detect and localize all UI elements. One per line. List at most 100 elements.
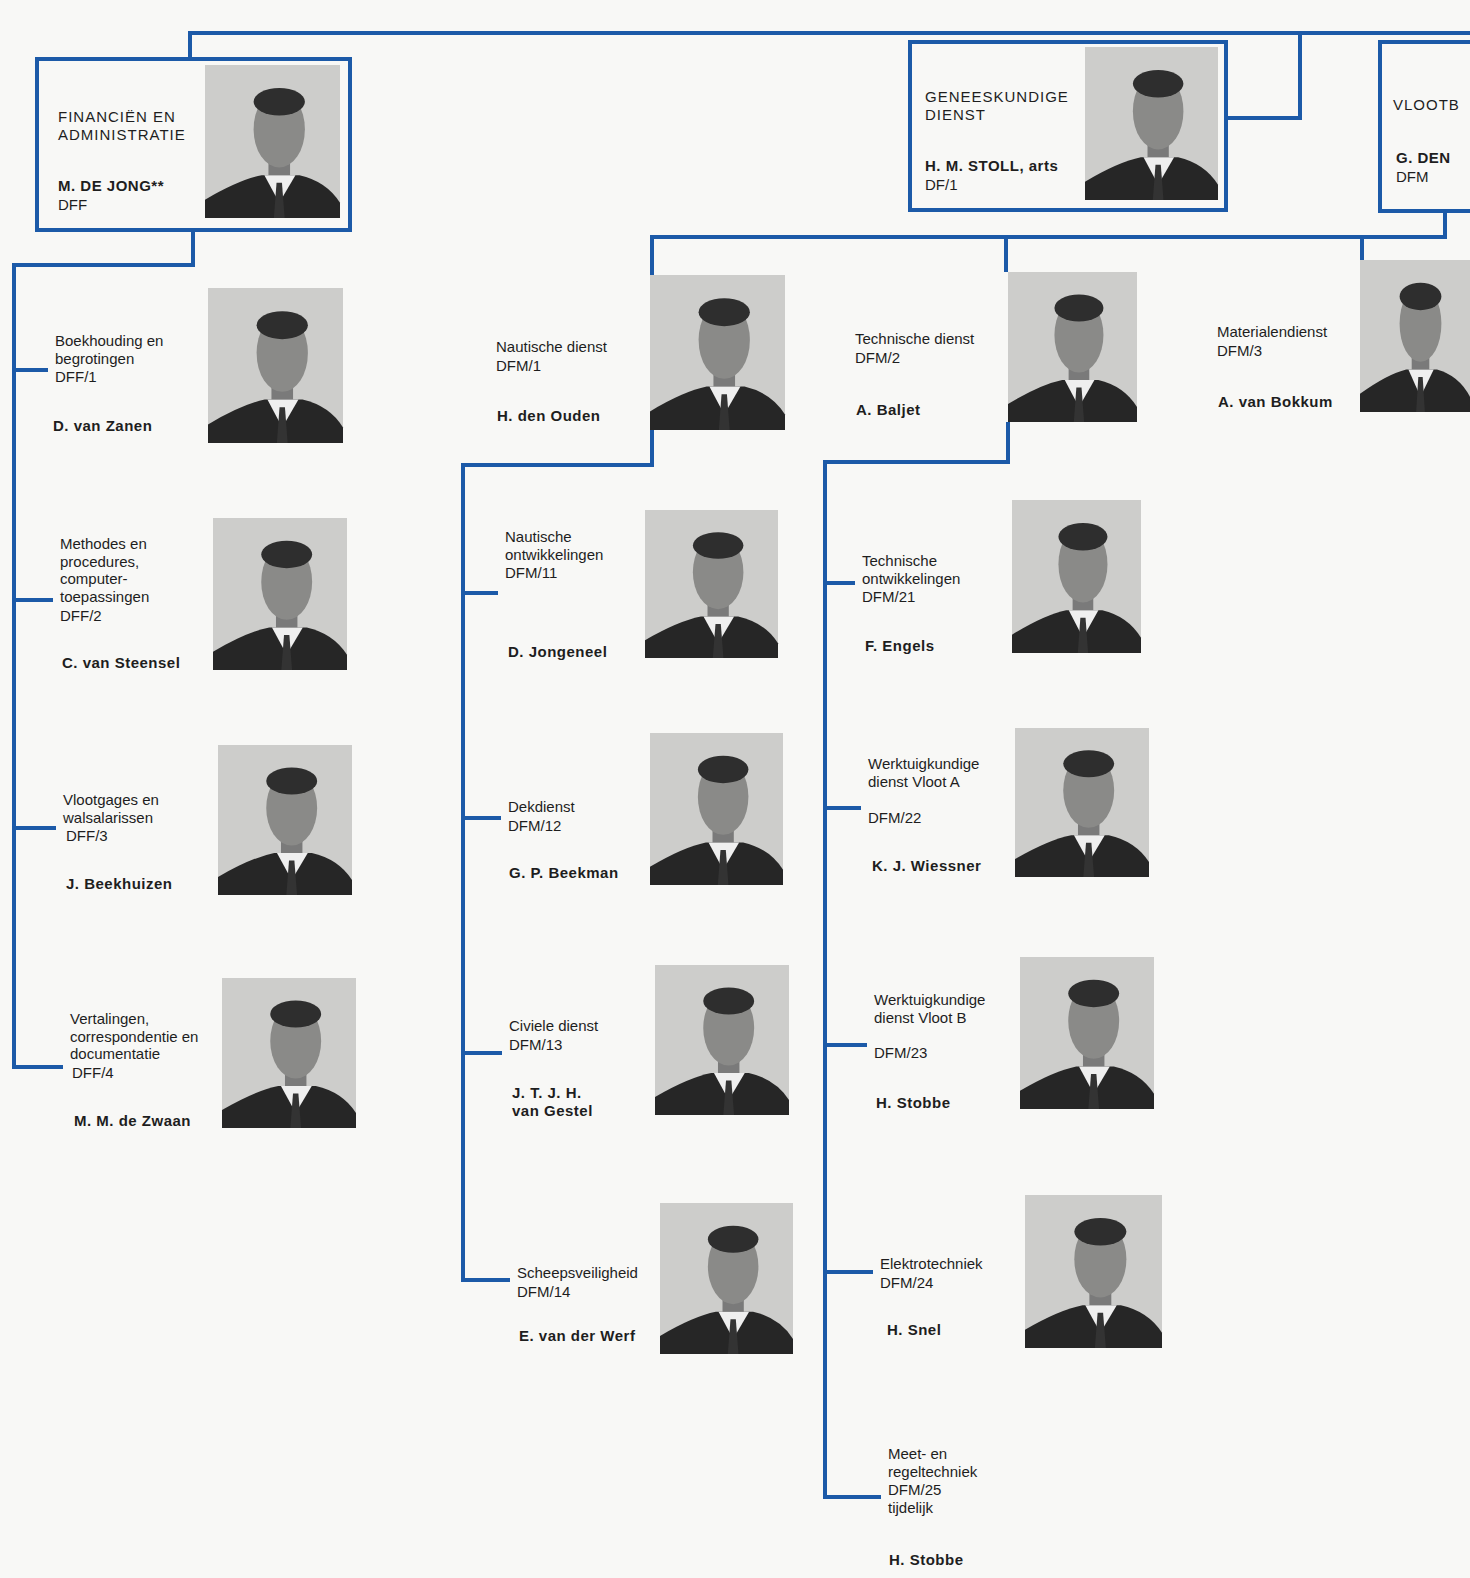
unit-code: DFF/4 xyxy=(72,1064,152,1082)
department-name: Werktuigkundige dienst Vloot B xyxy=(874,991,1009,1026)
portrait-photo xyxy=(205,65,340,218)
unit-entry: Nautische dienstDFM/1 H. den Ouden xyxy=(489,275,785,430)
head-name: H. Stobbe xyxy=(889,1551,999,1569)
unit-entry: Werktuigkundige dienst Vloot A DFM/22 K. J… xyxy=(861,728,1149,877)
department-name: Nautische dienst xyxy=(496,338,636,356)
portrait-photo xyxy=(1360,260,1470,412)
unit-entry: Technische dienstDFM/2A. Baljet xyxy=(848,272,1137,422)
department-box: FINANCIËN EN ADMINISTRATIE M. DE JONG**DF… xyxy=(35,57,352,232)
unit-code: DFF/2 xyxy=(60,607,140,625)
department-name: Technische ontwikkelingen xyxy=(862,552,992,587)
org-connector xyxy=(463,430,652,593)
unit-entry: MaterialendienstDFM/3 A. van Bokkum xyxy=(1210,260,1470,413)
department-name: Dekdienst xyxy=(508,798,638,816)
unit-entry: DekdienstDFM/12 G. P. Beekman xyxy=(501,733,783,885)
portrait-photo xyxy=(650,275,785,430)
department-name: Materialendienst xyxy=(1217,323,1352,341)
portrait-photo xyxy=(1015,728,1149,877)
department-name: Meet- en regeltechniek xyxy=(888,1445,998,1480)
org-connector xyxy=(1006,213,1445,272)
portrait-photo xyxy=(650,733,783,885)
unit-code: DFM/23 xyxy=(874,1044,954,1062)
department-name: Civiele dienst xyxy=(509,1017,639,1035)
head-name: M. DE JONG** xyxy=(58,177,198,195)
department-name: Boekhouding en begrotingen xyxy=(55,332,185,367)
department-name: Scheepsveiligheid xyxy=(517,1264,657,1282)
department-name: Methodes en procedures, computer- toepas… xyxy=(60,535,185,605)
org-connector xyxy=(463,430,652,1280)
head-name: D. Jongeneel xyxy=(508,643,638,661)
head-name: G. P. Beekman xyxy=(509,864,644,882)
unit-code: DFF/1 xyxy=(55,368,135,386)
portrait-photo xyxy=(1012,500,1141,653)
head-name: E. van der Werf xyxy=(519,1327,654,1345)
unit-code: DFF/3 xyxy=(66,827,146,845)
head-name: H. den Ouden xyxy=(497,407,642,425)
portrait-photo xyxy=(660,1203,793,1354)
portrait-photo xyxy=(655,965,789,1115)
portrait-photo xyxy=(222,978,356,1128)
head-name: J. Beekhuizen xyxy=(66,875,206,893)
org-connector xyxy=(1362,213,1445,260)
portrait-photo xyxy=(1025,1195,1162,1348)
department-name: Nautische ontwikkelingen xyxy=(505,528,630,563)
unit-entry: Civiele dienstDFM/13 J. T. J. H. van Gest… xyxy=(502,965,789,1121)
department-name: Werktuigkundige dienst Vloot A xyxy=(868,755,1003,790)
head-name: A. van Bokkum xyxy=(1218,393,1353,411)
org-connector xyxy=(652,213,1445,275)
portrait-photo xyxy=(218,745,352,895)
unit-code: DFM xyxy=(1396,168,1446,186)
unit-entry: Werktuigkundige dienst Vloot B DFM/23 H. S… xyxy=(867,957,1154,1114)
unit-code: DFF xyxy=(58,196,118,214)
unit-code: DFM/2 xyxy=(855,349,935,367)
unit-code: DFM/24 xyxy=(880,1274,960,1292)
unit-code: DFM/14 xyxy=(517,1283,597,1301)
unit-entry: Vlootgages en walsalarissenDFF/3 J. Beekh… xyxy=(56,745,352,895)
portrait-photo xyxy=(208,288,343,443)
org-connector xyxy=(825,422,1008,808)
head-name: K. J. Wiessner xyxy=(872,857,1007,875)
org-connector xyxy=(14,232,193,370)
portrait-photo xyxy=(1020,957,1154,1109)
unit-entry: Meet- en regeltechniekDFM/25 tijdelijkH.… xyxy=(881,1445,1031,1571)
head-name: C. van Steensel xyxy=(62,654,207,672)
org-connector xyxy=(463,430,652,1053)
head-name: G. DEN xyxy=(1396,149,1464,167)
head-name: H. Snel xyxy=(887,1321,1012,1339)
unit-code: DFM/3 xyxy=(1217,342,1297,360)
unit-entry: ElektrotechniekDFM/24H. Snel xyxy=(873,1195,1162,1348)
department-box: GENEESKUNDIGE DIENSTH. M. STOLL, artsDF/… xyxy=(908,40,1228,212)
head-name: J. T. J. H. van Gestel xyxy=(512,1084,600,1119)
unit-code: DFM/13 xyxy=(509,1036,589,1054)
org-connector xyxy=(825,422,1008,1045)
unit-code: DFM/1 xyxy=(496,357,576,375)
head-name: D. van Zanen xyxy=(53,417,198,435)
org-connector xyxy=(14,232,193,1067)
unit-entry: Vertalingen, correspondentie en document… xyxy=(63,978,356,1132)
unit-entry: Technische ontwikkelingenDFM/21 F. Engels xyxy=(855,500,1141,657)
unit-code: DFM/21 xyxy=(862,588,942,606)
unit-entry: Boekhouding en begrotingenDFF/1 D. van Za… xyxy=(48,288,343,443)
head-name: H. Stobbe xyxy=(876,1094,1006,1112)
org-connector xyxy=(825,422,1008,1272)
portrait-photo xyxy=(645,510,778,658)
department-title: VLOOTB xyxy=(1393,96,1465,114)
department-title: GENEESKUNDIGE DIENST xyxy=(925,88,1080,123)
unit-entry: Nautische ontwikkelingenDFM/11D. Jongene… xyxy=(498,510,778,663)
org-line xyxy=(1228,33,1300,118)
unit-code: DFM/12 xyxy=(508,817,588,835)
portrait-photo xyxy=(1008,272,1137,422)
department-name: Vlootgages en walsalarissen xyxy=(63,791,188,826)
portrait-photo xyxy=(213,518,347,670)
head-name: H. M. STOLL, arts xyxy=(925,157,1083,175)
unit-entry: ScheepsveiligheidDFM/14 E. van der Werf xyxy=(510,1203,793,1354)
org-line xyxy=(190,33,1470,57)
head-name: F. Engels xyxy=(865,637,995,655)
org-connector xyxy=(463,430,652,818)
department-title: FINANCIËN EN ADMINISTRATIE xyxy=(58,108,203,143)
department-box: VLOOTB G. DENDFM xyxy=(1378,40,1470,213)
unit-code: DFM/22 xyxy=(868,809,948,827)
unit-entry: Methodes en procedures, computer- toepas… xyxy=(53,518,347,674)
